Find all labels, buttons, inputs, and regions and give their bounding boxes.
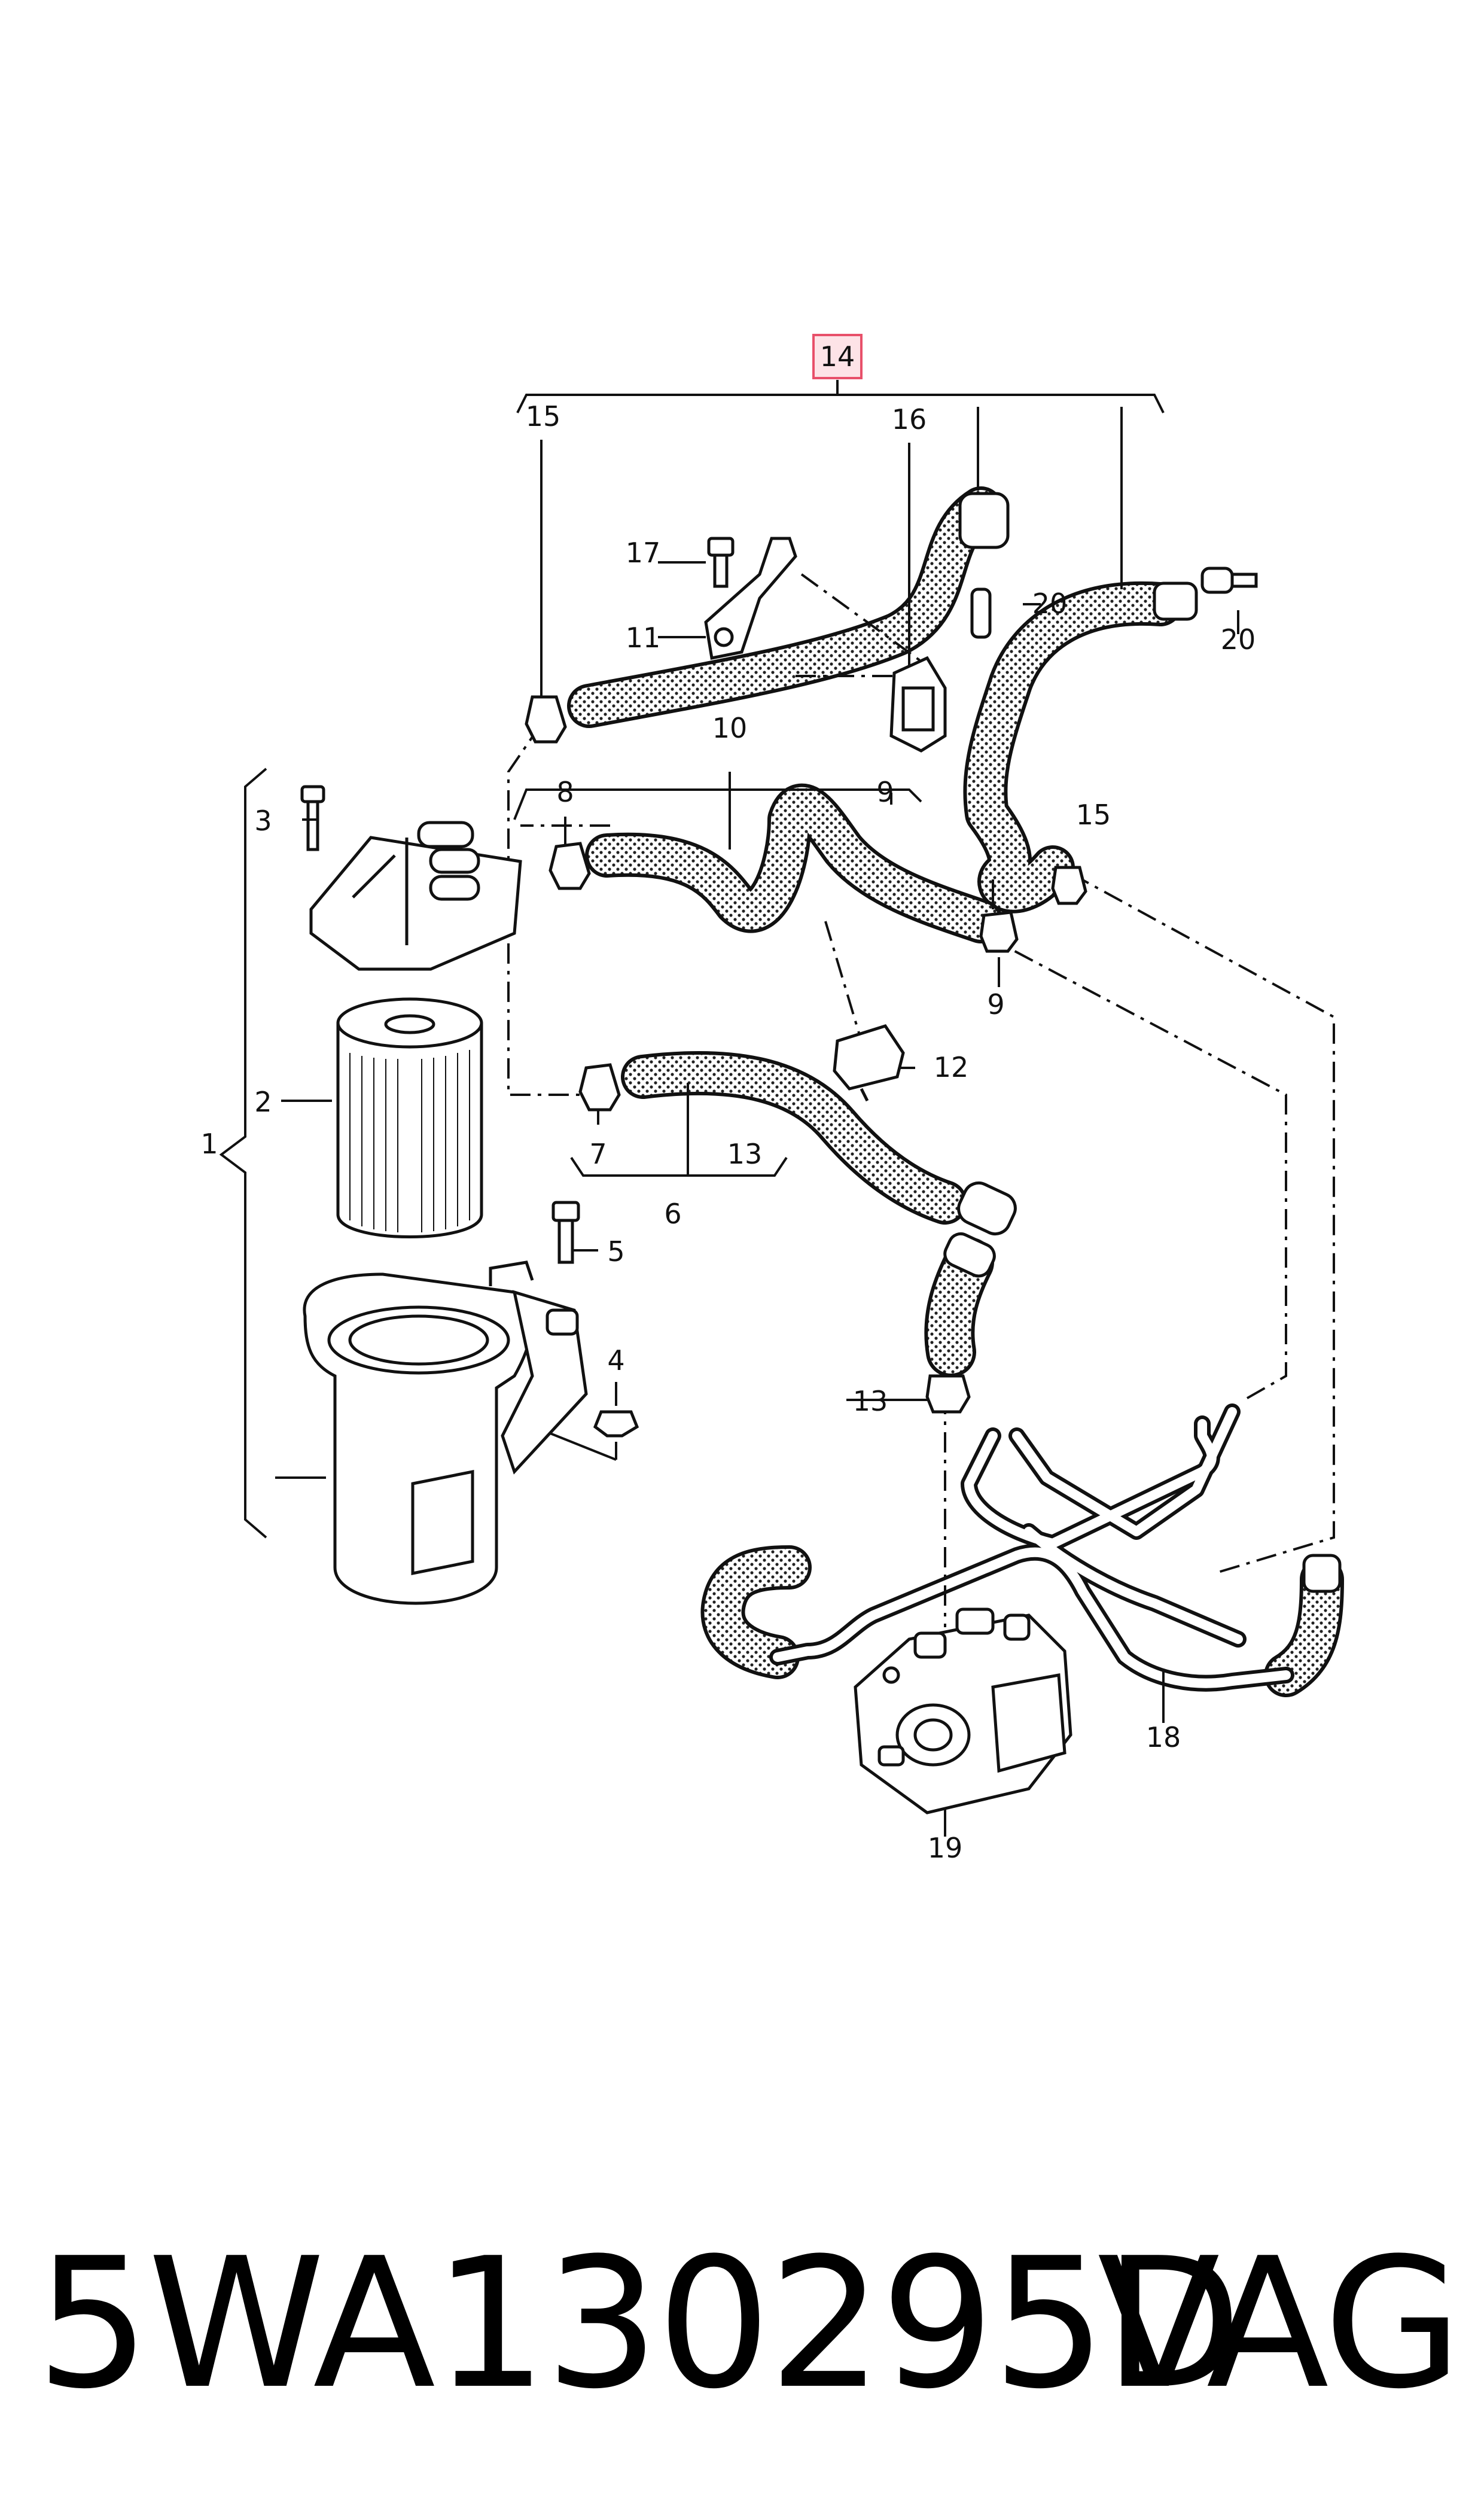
high-pressure-pump — [854, 1607, 1072, 1814]
callout-12: 12 — [934, 1051, 969, 1083]
callout-1: 1 — [200, 1128, 218, 1160]
callout-2: 2 — [254, 1086, 272, 1118]
callout-5: 5 — [607, 1235, 624, 1268]
callout-13-bottom: 13 — [853, 1385, 888, 1417]
callout-3: 3 — [254, 805, 272, 837]
hose-15 — [567, 486, 1003, 728]
hose-fittings — [943, 492, 1342, 1593]
connector-20-top — [1200, 567, 1258, 594]
callout-7: 7 — [589, 1138, 607, 1170]
clamp-9 — [979, 911, 1019, 953]
clamps — [525, 695, 1087, 1414]
callout-14: 14 — [820, 340, 855, 373]
callout-13-top: 13 — [727, 1138, 763, 1170]
callout-9-right: 9 — [987, 988, 1004, 1021]
callout-labels: 14 15 16 17 11 20 20 10 8 9 15 3 9 12 2 … — [200, 334, 1256, 1864]
callout-15-top: 15 — [526, 400, 561, 433]
clamp-7 — [578, 1063, 621, 1112]
filter-housing-assembly — [300, 537, 735, 1605]
callout-16: 16 — [892, 403, 927, 436]
bracket-lines — [219, 380, 1165, 1539]
callout-17: 17 — [626, 537, 661, 569]
callout-10: 10 — [712, 712, 748, 744]
callout-4: 4 — [607, 1344, 624, 1377]
filter-element — [336, 997, 483, 1238]
callout-6: 6 — [664, 1198, 681, 1230]
hoses — [567, 486, 1344, 1697]
callout-15-right: 15 — [1076, 799, 1111, 831]
screw-3 — [300, 785, 325, 851]
hose-pump-left — [700, 1545, 812, 1679]
fuel-line-18-inner — [773, 1407, 1291, 1688]
screw-17 — [707, 537, 735, 588]
clamp-13 — [925, 1374, 971, 1414]
part-number: 5WA130295D — [36, 2219, 1242, 2428]
callout-18: 18 — [1146, 1721, 1181, 1753]
callout-20-top: 20 — [1221, 623, 1256, 656]
bracket-11 — [704, 537, 797, 660]
hose-pump-right — [1264, 1557, 1344, 1697]
hose-right-top — [963, 581, 1183, 914]
clamp-15-top — [525, 695, 567, 744]
filter-lid — [309, 836, 522, 971]
callout-8: 8 — [556, 776, 574, 808]
filter-housing — [303, 1260, 588, 1605]
screw-5 — [551, 1201, 580, 1264]
assembly-dash-lines — [507, 573, 1335, 1627]
holder-16 — [889, 656, 947, 753]
brand-name: VAG — [1097, 2219, 1462, 2428]
callout-14-highlight — [812, 334, 863, 379]
clamp-8 — [548, 842, 591, 890]
holder-12 — [833, 1024, 905, 1102]
callout-20-mid: 20 — [1032, 587, 1068, 620]
clamp-15-right — [1051, 866, 1087, 905]
callout-19: 19 — [928, 1832, 963, 1864]
hose-10 — [585, 784, 1003, 943]
callout-9-top: 9 — [876, 776, 894, 808]
footer: 5WA130295D VAG — [0, 2225, 1484, 2423]
nut-4 — [593, 1410, 639, 1438]
hose-13 — [621, 1051, 994, 1377]
callout-11: 11 — [626, 622, 661, 654]
connector-20-mid — [970, 587, 992, 639]
